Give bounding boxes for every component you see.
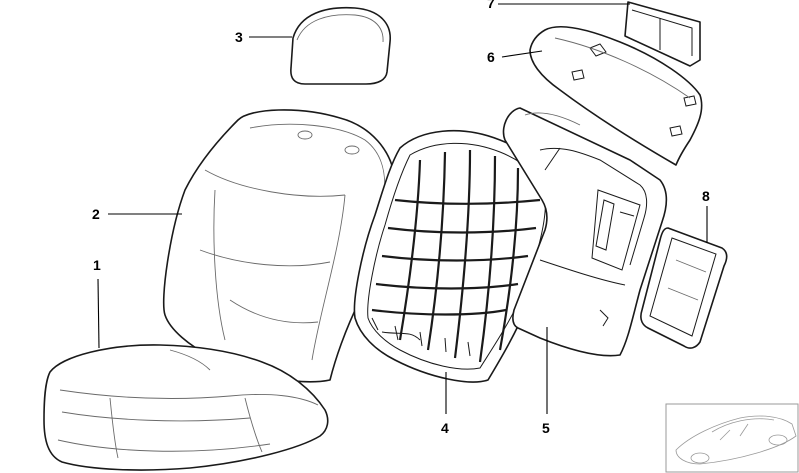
part-7-cover-clip[interactable]: [624, 1, 701, 67]
part-1-seat-cushion[interactable]: [43, 344, 329, 471]
callout-3: 3: [235, 29, 243, 45]
part-5-rear-panel[interactable]: [502, 107, 668, 357]
part-3-headrest[interactable]: [290, 6, 391, 85]
part-6-upper-trim[interactable]: [529, 26, 703, 166]
callout-2: 2: [92, 206, 100, 222]
part-8-map-pocket[interactable]: [640, 227, 728, 349]
leader-lines: [97, 3, 708, 414]
callout-6: 6: [487, 49, 495, 65]
part-4-backrest-frame[interactable]: [353, 129, 558, 383]
callout-5: 5: [542, 420, 550, 436]
callout-4: 4: [441, 420, 449, 436]
part-2-backrest-cover[interactable]: [162, 109, 397, 383]
callout-8: 8: [702, 188, 710, 204]
callout-1: 1: [93, 257, 101, 273]
callout-7: 7: [487, 0, 495, 11]
vehicle-thumbnail: [665, 403, 799, 473]
